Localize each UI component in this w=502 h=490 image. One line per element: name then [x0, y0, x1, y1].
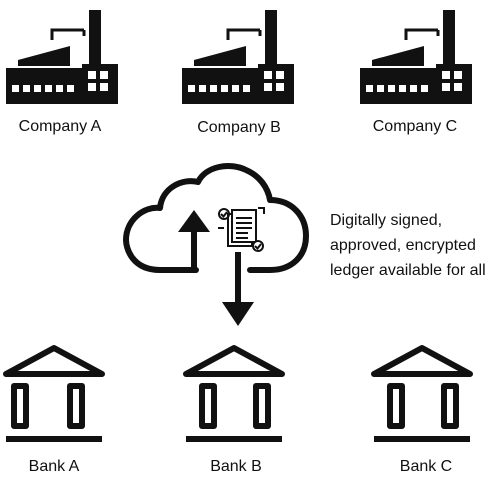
bank-icon — [3, 345, 105, 442]
company-b-label: Company B — [197, 119, 281, 136]
ledger-caption: Digitally signed, approved, encrypted le… — [330, 208, 500, 283]
caption-line-1: Digitally signed, — [330, 212, 443, 229]
bank-a-label: Bank A — [28, 458, 80, 475]
company-c-label: Company C — [372, 118, 458, 135]
bank-c-label: Bank C — [399, 458, 453, 475]
cloud-icon — [123, 163, 309, 273]
ledger-document-icon — [218, 207, 265, 252]
factory-icon — [6, 10, 118, 104]
company-a-label: Company A — [18, 118, 102, 135]
factory-icon — [360, 10, 472, 104]
caption-line-3: ledger available for all — [330, 262, 486, 279]
factory-icon — [182, 10, 294, 104]
bank-icon — [371, 345, 473, 442]
bank-b-label: Bank B — [210, 458, 262, 475]
arrow-up-icon — [178, 210, 210, 272]
bank-icon — [183, 345, 285, 442]
caption-line-2: approved, encrypted — [330, 237, 476, 254]
arrow-down-icon — [222, 252, 254, 326]
